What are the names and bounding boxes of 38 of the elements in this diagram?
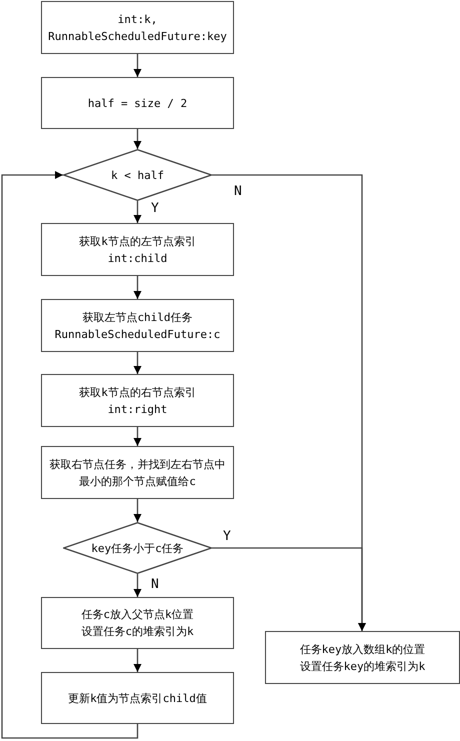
process-box bbox=[41, 223, 234, 276]
decision-diamond bbox=[63, 522, 212, 574]
step-text: 任务c放入父节点k位置 bbox=[80, 607, 195, 623]
process-box bbox=[41, 299, 234, 352]
decision-diamond bbox=[63, 149, 212, 201]
arrow bbox=[134, 427, 142, 446]
process-box bbox=[41, 374, 234, 427]
arrow bbox=[134, 352, 142, 374]
step-text: 设置任务key的堆索引为k bbox=[298, 658, 426, 674]
arrow bbox=[134, 499, 142, 522]
arrow bbox=[134, 649, 142, 672]
step-text: 获取k节点的右节点索引 bbox=[78, 384, 197, 400]
arrow bbox=[1, 171, 138, 739]
arrow bbox=[134, 129, 142, 149]
step-text: half = size / 2 bbox=[86, 96, 188, 112]
process-box bbox=[41, 446, 234, 499]
step-text: RunnableScheduledFuture:c bbox=[54, 326, 222, 342]
process-box bbox=[41, 1, 234, 54]
step-text: 设置任务c的堆索引为k bbox=[80, 624, 195, 640]
process-box bbox=[265, 631, 460, 684]
arrow bbox=[134, 574, 142, 597]
step-text: 获取k节点的左节点索引 bbox=[78, 234, 197, 250]
step-text: 任务key放入数组k的位置 bbox=[298, 642, 426, 658]
step-text: 更新k值为节点索引child值 bbox=[67, 690, 208, 706]
step-text: int:right bbox=[106, 402, 168, 418]
arrow bbox=[134, 201, 142, 223]
condition-text: key任务小于c任务 bbox=[90, 540, 185, 556]
step-text: int:k, RunnableScheduledFuture:key bbox=[47, 12, 228, 44]
step-text: int:child bbox=[106, 250, 168, 266]
step-text: 获取右节点任务，并找到左右节点中最小的那个节点赋值给c bbox=[48, 456, 226, 490]
process-box bbox=[41, 77, 234, 129]
process-box bbox=[41, 672, 234, 724]
step-text: 获取左节点child任务 bbox=[81, 310, 194, 326]
condition-text: k < half bbox=[110, 168, 165, 184]
arrow bbox=[212, 547, 366, 631]
process-box bbox=[41, 597, 234, 649]
arrow bbox=[134, 54, 142, 77]
arrow bbox=[134, 276, 142, 299]
